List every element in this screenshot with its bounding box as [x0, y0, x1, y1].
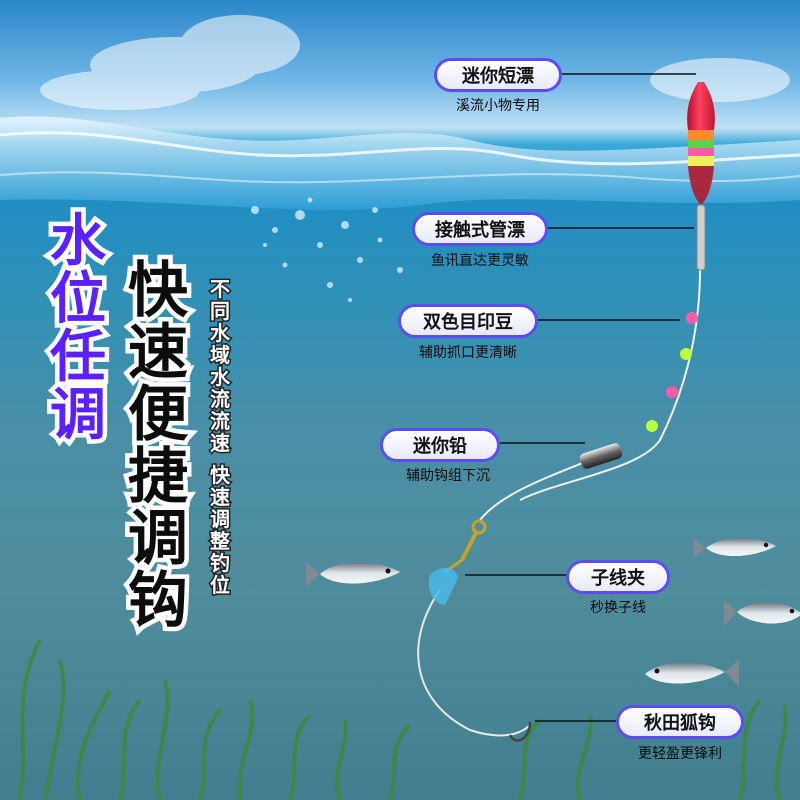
side-char: 速 [209, 431, 232, 456]
title-char: 钩 [124, 566, 193, 637]
side-char: 钓 [209, 551, 232, 576]
title-char: 调 [124, 504, 193, 575]
pill-bead: 双色目印豆 [398, 304, 538, 338]
side-char: 快 [209, 463, 232, 488]
title-char: 位 [46, 266, 111, 333]
title-side-text: 不同水域水流流速 快速调整钓位 [209, 277, 232, 598]
side-char: 水 [209, 365, 232, 390]
title-water-level: 水位任调 [46, 208, 111, 449]
side-char: 位 [209, 573, 232, 598]
title-char: 便 [124, 380, 193, 451]
fishing-rig [417, 82, 715, 742]
beads [646, 312, 698, 432]
side-char: 速 [209, 485, 232, 510]
side-char: 整 [209, 529, 232, 554]
title-char: 速 [124, 318, 193, 389]
pill-mini-float: 迷你短漂 [434, 58, 562, 92]
side-char: 不 [209, 277, 232, 302]
clouds [40, 15, 790, 110]
float [687, 82, 715, 271]
bubbles [251, 197, 422, 302]
side-char: 流 [209, 409, 232, 434]
side-char: 流 [209, 387, 232, 412]
title-char: 快 [124, 256, 193, 327]
title-quick-adjust: 快速便捷调钩 [124, 256, 193, 637]
title-char: 任 [46, 324, 111, 391]
desc-sinker: 辅助钩组下沉 [406, 468, 490, 484]
water-surface [0, 116, 800, 210]
pill-line-clip: 子线夹 [566, 560, 670, 594]
pill-tube-float: 接触式管漂 [412, 212, 548, 246]
line-clip [428, 519, 487, 605]
title-char: 水 [46, 208, 111, 275]
side-char: 调 [209, 507, 232, 532]
side-char: 水 [209, 321, 232, 346]
desc-mini-float: 溪流小物专用 [456, 98, 540, 114]
side-char: 同 [209, 299, 232, 324]
desc-bead: 辅助抓口更清晰 [419, 345, 517, 361]
pill-hook: 秋田狐钩 [616, 705, 744, 739]
desc-hook: 更轻盈更锋利 [638, 746, 722, 762]
hook [508, 721, 532, 742]
seaweed [18, 639, 788, 800]
fish-group [306, 537, 800, 686]
title-char: 调 [46, 382, 111, 449]
side-char: 域 [209, 343, 232, 368]
title-char: 捷 [124, 442, 193, 513]
pill-sinker: 迷你铅 [380, 428, 500, 462]
sinker [579, 443, 623, 469]
desc-line-clip: 秒换子线 [590, 600, 646, 616]
callout-lines [465, 73, 696, 722]
desc-tube-float: 鱼讯直达更灵敏 [431, 253, 529, 269]
